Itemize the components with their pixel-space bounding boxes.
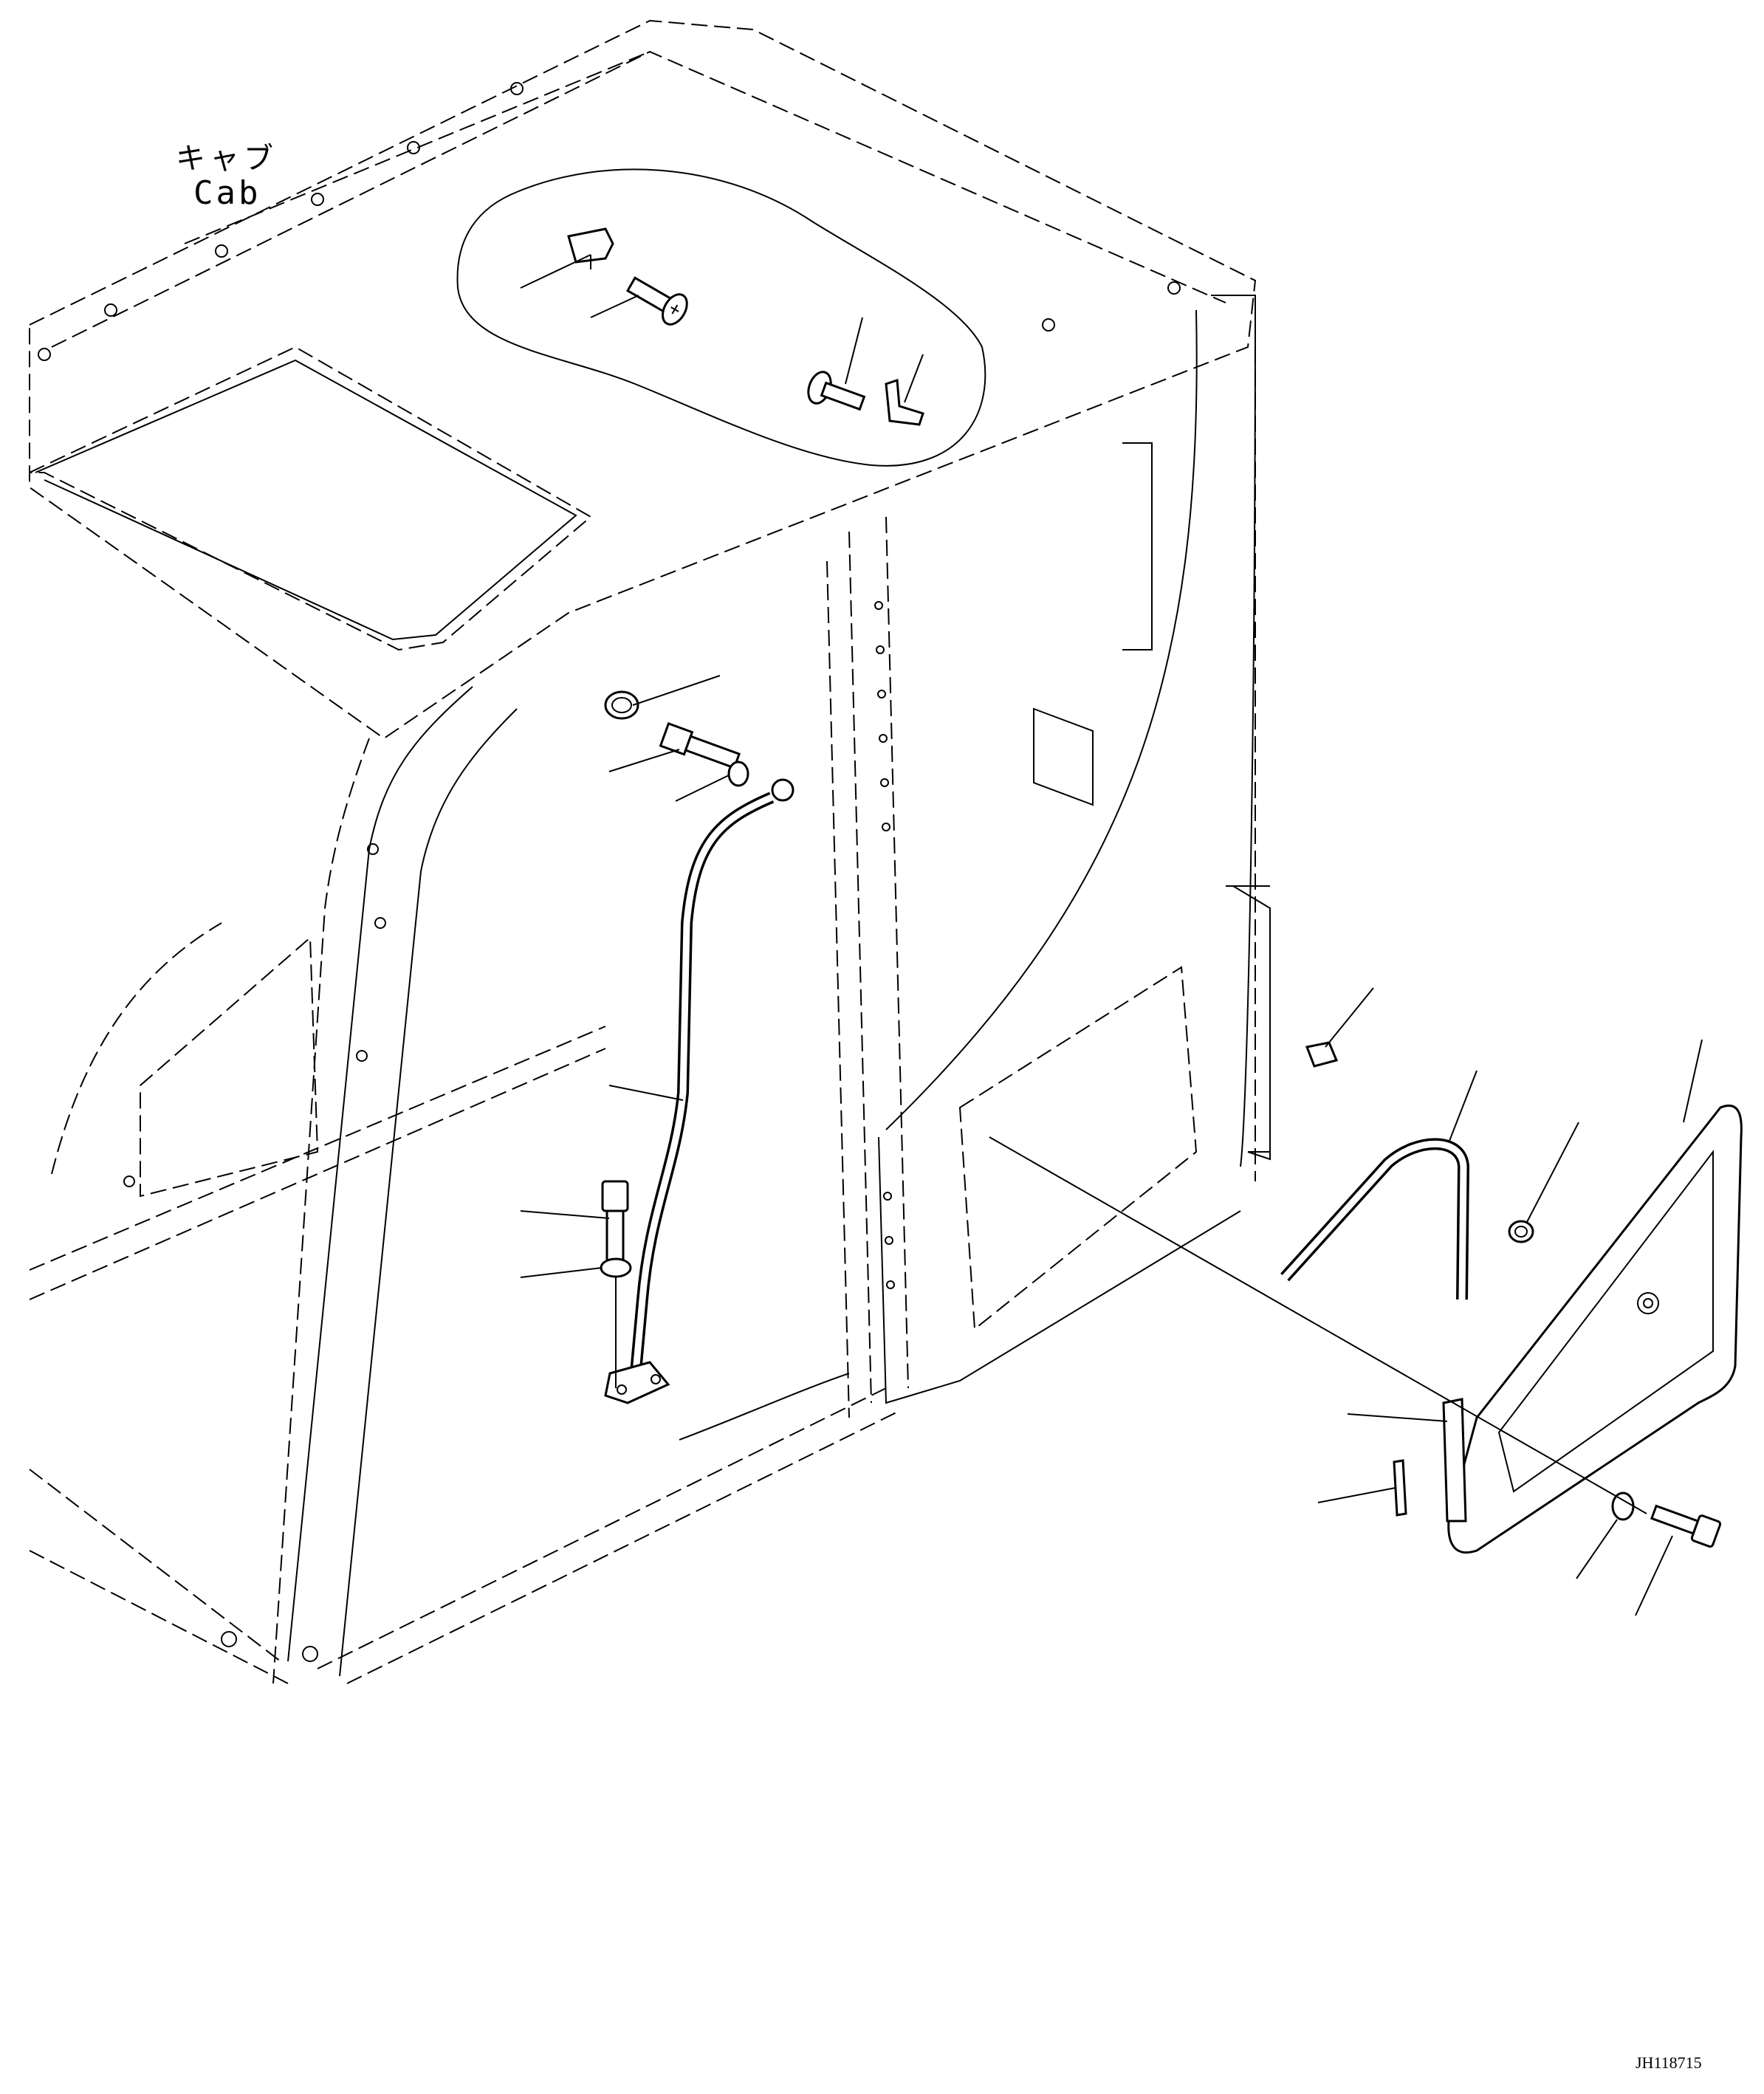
roof-pad-outline — [456, 168, 986, 467]
roof-bracket-left — [567, 227, 614, 270]
cab-label-japanese: キャブ — [176, 142, 278, 176]
label-plate — [1393, 1459, 1407, 1517]
cab-frame — [29, 19, 1257, 1684]
side-washer — [1611, 1491, 1635, 1521]
cover-panel — [1447, 1105, 1743, 1554]
cab-label-english: Cab — [193, 174, 261, 212]
callout-leaders — [520, 254, 1703, 1616]
roof-screw-right — [807, 371, 866, 411]
upper-washer — [727, 761, 749, 787]
bracket-frame — [1232, 885, 1271, 1161]
side-bolt — [1650, 1504, 1722, 1548]
drawing-code: JH118715 — [1636, 2053, 1702, 2072]
assembly-lines — [989, 885, 1647, 1514]
lower-bolt — [601, 1180, 629, 1271]
cap — [604, 690, 639, 720]
rubber-block — [1305, 1041, 1339, 1068]
upper-bolt — [659, 722, 741, 769]
seal-strip — [1280, 1138, 1470, 1300]
roof-screw-left — [625, 276, 688, 326]
hinge — [1442, 1398, 1467, 1523]
grab-handle — [604, 778, 795, 1404]
roof-bracket-right — [885, 378, 924, 426]
lower-washer — [600, 1257, 632, 1278]
clip-nut — [1508, 1220, 1534, 1243]
